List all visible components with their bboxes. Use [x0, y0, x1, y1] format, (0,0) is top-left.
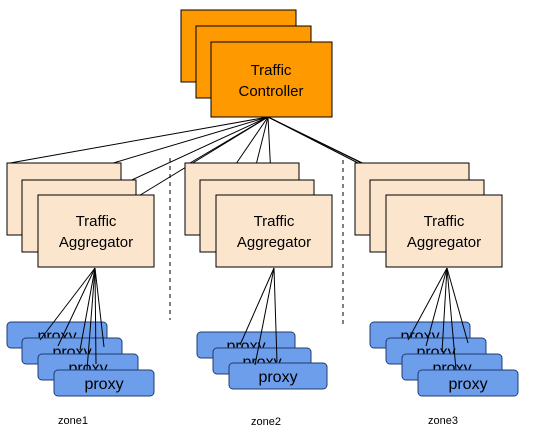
proxy-stack: proxy proxy proxy — [196, 331, 328, 390]
traffic-controller-label-line1: Traffic — [251, 62, 292, 79]
traffic-aggregator-box — [215, 194, 333, 268]
traffic-aggregator-label-line2: Aggregator — [237, 234, 311, 251]
traffic-aggregator-label-line1: Traffic — [424, 213, 465, 230]
link — [57, 267, 96, 347]
link — [94, 267, 105, 348]
zone-2: Traffic Aggregator proxy proxy proxy — [184, 162, 333, 390]
zone-label: zone1 — [58, 415, 88, 427]
traffic-controller-box — [210, 41, 333, 118]
aggregator-proxy-links — [239, 267, 278, 366]
proxy-label: proxy — [448, 376, 487, 393]
link — [446, 267, 457, 371]
zone-3: Traffic Aggregator proxy proxy proxy pro… — [354, 162, 519, 397]
proxy-box — [228, 362, 328, 390]
zone-label: zone2 — [251, 416, 281, 428]
proxy-stack: proxy proxy proxy proxy — [6, 321, 155, 397]
traffic-aggregator-box — [37, 194, 155, 268]
traffic-controller-label-line2: Controller — [238, 83, 303, 100]
proxy-label: proxy — [258, 369, 297, 386]
zone-1: Traffic Aggregator proxy proxy proxy pro… — [6, 162, 155, 397]
link — [407, 267, 448, 341]
link — [94, 267, 97, 365]
link — [39, 267, 96, 341]
traffic-aggregator-label-line1: Traffic — [254, 213, 295, 230]
link — [446, 267, 469, 344]
link — [441, 267, 448, 353]
link — [86, 267, 96, 371]
link — [9, 116, 269, 164]
link — [273, 267, 278, 363]
controller-aggregator-links — [9, 116, 433, 198]
link — [239, 267, 275, 346]
link — [425, 267, 448, 347]
link — [189, 116, 269, 164]
traffic-aggregator-label-line1: Traffic — [76, 213, 117, 230]
link — [79, 267, 96, 351]
zone-label: zone3 — [428, 415, 458, 427]
aggregator-proxy-links — [39, 267, 105, 371]
proxy-label: proxy — [84, 376, 123, 393]
proxy-box — [417, 369, 519, 397]
traffic-controller-stack: Traffic Controller — [180, 9, 333, 118]
proxy-box — [53, 369, 155, 397]
aggregator-proxy-links — [407, 267, 469, 371]
traffic-aggregator-label-line2: Aggregator — [59, 234, 133, 251]
traffic-aggregator-box — [385, 194, 503, 268]
traffic-aggregator-label-line2: Aggregator — [407, 234, 481, 251]
link — [254, 267, 275, 366]
proxy-stack: proxy proxy proxy proxy — [369, 321, 519, 397]
